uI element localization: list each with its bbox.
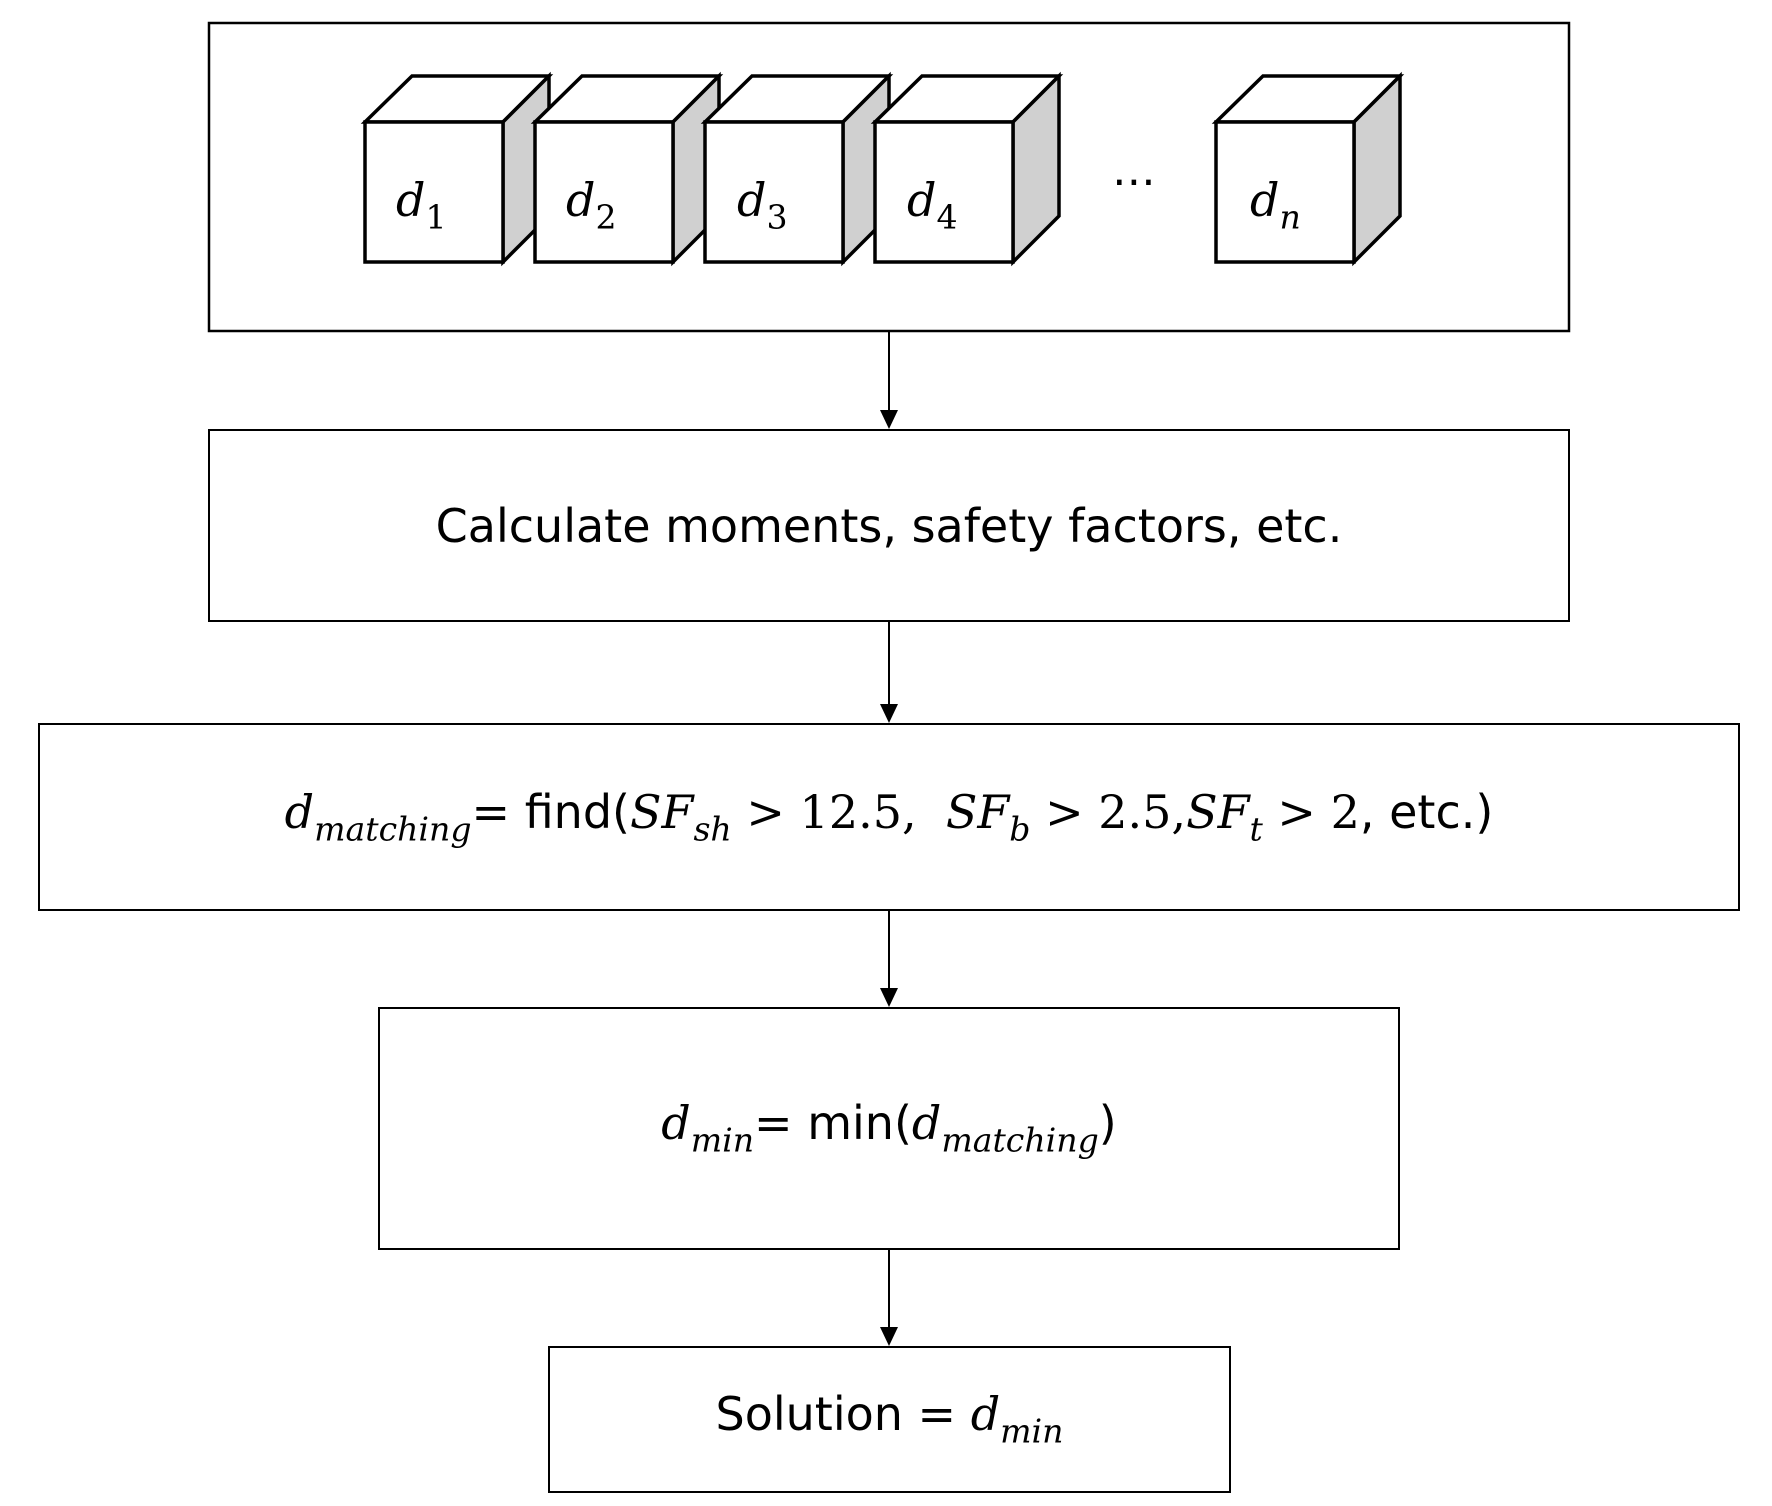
cube-2-label: d2 [566,173,617,237]
min-expression: dmin= min(dmatching) [661,1096,1117,1160]
cube-4 [870,71,1064,267]
cube-n [1211,71,1405,267]
solution-expression: Solution = dmin [715,1387,1064,1451]
cube-3-label: d3 [737,173,788,237]
arrow-2 [880,622,898,723]
ellipsis: ⋯ [1112,156,1156,207]
calculate-box: Calculate moments, safety factors, etc. [208,429,1570,622]
arrow-3 [880,910,898,1007]
cube-n-label: dn [1250,173,1301,237]
cube-1 [360,71,554,267]
min-box: dmin= min(dmatching) [378,1007,1400,1250]
cube-2 [530,71,724,267]
arrow-1 [880,331,898,429]
find-box: dmatching= find(SFsh > 12.5, SFb > 2.5,S… [38,723,1740,911]
calculate-label: Calculate moments, safety factors, etc. [435,498,1343,553]
solution-box: Solution = dmin [548,1346,1231,1493]
cube-4-label: d4 [907,173,958,237]
cube-3 [700,71,894,267]
find-expression: dmatching= find(SFsh > 12.5, SFb > 2.5,S… [284,784,1494,849]
cube-1-label: d1 [396,173,447,237]
arrow-4 [880,1250,898,1346]
